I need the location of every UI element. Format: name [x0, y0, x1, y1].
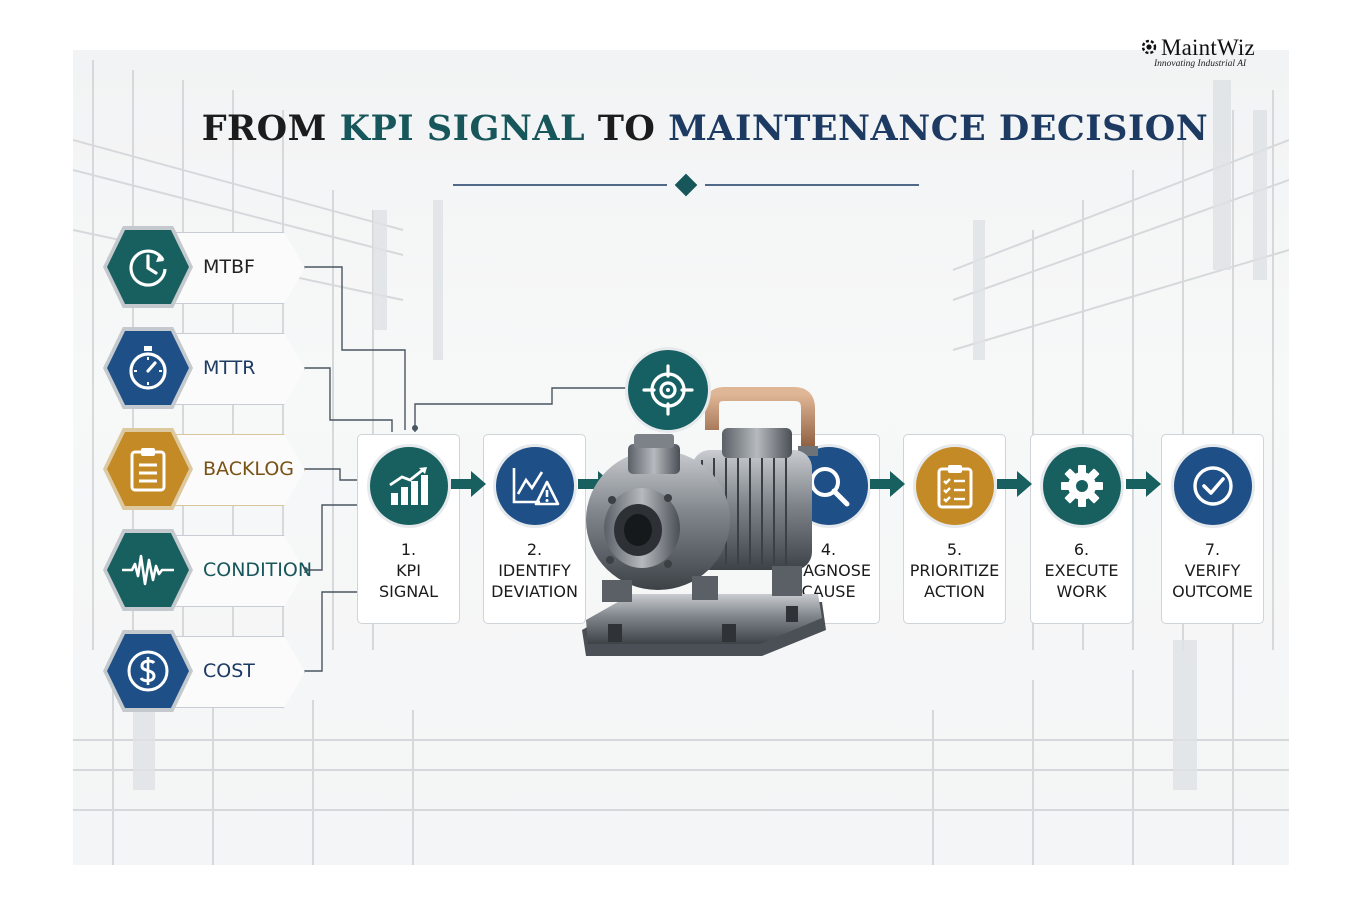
step-card-execute-work: 6. EXECUTE WORK: [1030, 434, 1133, 624]
kpi-hex-condition: [107, 533, 189, 607]
title-part-to: TO: [585, 108, 669, 149]
kpi-item-cost: COST: [103, 630, 305, 712]
kpi-hex-cost: [107, 634, 189, 708]
chart-warning-icon: [512, 468, 559, 506]
kpi-hex-frame: [103, 327, 193, 409]
title-part-kpi-signal: KPI SIGNAL: [339, 108, 586, 149]
kpi-item-condition: CONDITION: [103, 529, 312, 611]
step-icon-circle: [1042, 447, 1121, 525]
step-icon-circle: [1173, 447, 1252, 525]
step-label: IDENTIFY DEVIATION: [491, 561, 578, 601]
flow-arrow-icon: [451, 471, 486, 497]
dollar-icon: [127, 650, 169, 692]
step-card-prioritize-action: 5. PRIORITIZE ACTION: [903, 434, 1006, 624]
flow-arrow-icon: [870, 471, 905, 497]
clock-refresh-icon: [129, 249, 167, 287]
step-icon-circle: [915, 447, 994, 525]
clipboard-icon: [130, 448, 166, 492]
kpi-hex-backlog: [107, 432, 189, 506]
title-part-from: FROM: [201, 108, 340, 149]
step-label: EXECUTE WORK: [1044, 561, 1119, 601]
step-number: 4.: [820, 540, 837, 559]
step-label: PRIORITIZE ACTION: [909, 561, 1000, 601]
kpi-label: MTTR: [203, 357, 256, 379]
logo-name: MaintWiz: [1161, 35, 1255, 60]
kpi-hex-frame: [103, 428, 193, 510]
stopwatch-icon: [129, 346, 167, 390]
kpi-label: COST: [203, 660, 255, 682]
step-card-identify-deviation: 2. IDENTIFY DEVIATION: [483, 434, 586, 624]
flow-arrow-icon: [997, 471, 1032, 497]
target-circle: [628, 350, 708, 430]
page-title: FROM KPI SIGNAL TO MAINTENANCE DECISION: [180, 108, 1230, 149]
kpi-hex-frame: [103, 630, 193, 712]
step-label: VERIFY OUTCOME: [1172, 561, 1253, 601]
bar-chart-up-icon: [388, 467, 428, 505]
step-icon-circle: [495, 447, 574, 525]
kpi-label: MTBF: [203, 256, 255, 278]
kpi-item-mtbf: MTBF: [103, 226, 305, 308]
logo-tagline: Innovating Industrial AI: [1154, 59, 1247, 69]
waveform-icon: [122, 554, 174, 586]
step-card-kpi-signal: 1. KPI SIGNAL: [357, 434, 460, 624]
check-circle-icon: [1192, 466, 1233, 506]
kpi-hex-frame: [103, 529, 193, 611]
kpi-hex-mtbf: [107, 230, 189, 304]
step-number: 5.: [946, 540, 963, 559]
kpi-hex-mttr: [107, 331, 189, 405]
step-number: 1.: [400, 540, 417, 559]
kpi-label: BACKLOG: [203, 458, 295, 480]
step-icon-circle: [369, 447, 448, 525]
checklist-icon: [937, 465, 972, 509]
target-icon: [642, 364, 694, 416]
gear-logo-icon: [1140, 38, 1160, 63]
step-number: 2.: [526, 540, 543, 559]
kpi-item-backlog: BACKLOG: [103, 428, 305, 510]
title-divider: [453, 173, 919, 197]
title-part-maintenance-decision: MAINTENANCE DECISION: [668, 108, 1209, 149]
kpi-label: CONDITION: [203, 559, 313, 581]
kpi-item-mttr: MTTR: [103, 327, 305, 409]
industrial-pump-image: [582, 387, 826, 656]
gear-icon: [1060, 465, 1103, 507]
kpi-hex-frame: [103, 226, 193, 308]
step-card-verify-outcome: 7. VERIFY OUTCOME: [1161, 434, 1264, 624]
step-number: 6.: [1073, 540, 1090, 559]
step-number: 7.: [1204, 540, 1221, 559]
maintwiz-logo: MaintWiz Innovating Industrial AI: [1140, 35, 1290, 69]
flow-arrow-icon: [1126, 471, 1161, 497]
step-label: KPI SIGNAL: [378, 561, 439, 601]
